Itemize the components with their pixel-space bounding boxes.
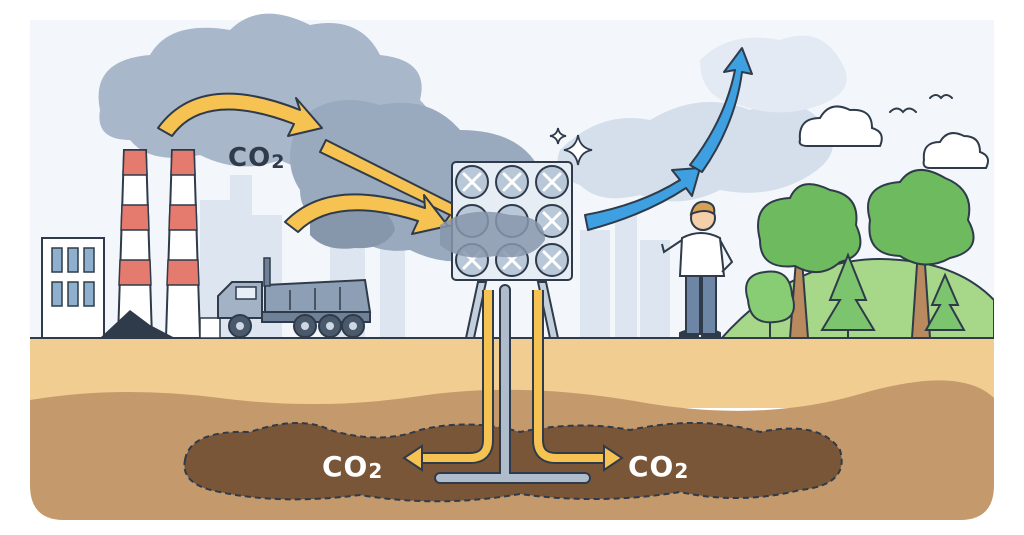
factory-icon (41, 149, 221, 339)
co2-reservoir (183, 422, 843, 503)
truck-icon (217, 257, 372, 338)
injection-pipes (402, 284, 624, 484)
sparkle-icon (549, 127, 593, 166)
co2-label-air: CO2 (228, 143, 285, 173)
co2-label-storage-left: CO2 (322, 450, 383, 483)
capture-unit-icon (440, 161, 573, 339)
clean-air-arrows (584, 47, 753, 231)
co2-label-storage-right: CO2 (628, 450, 689, 483)
cloud-icon (798, 105, 989, 169)
bird-icon (889, 94, 953, 114)
tree-icon (745, 169, 975, 339)
person-icon (661, 200, 734, 339)
